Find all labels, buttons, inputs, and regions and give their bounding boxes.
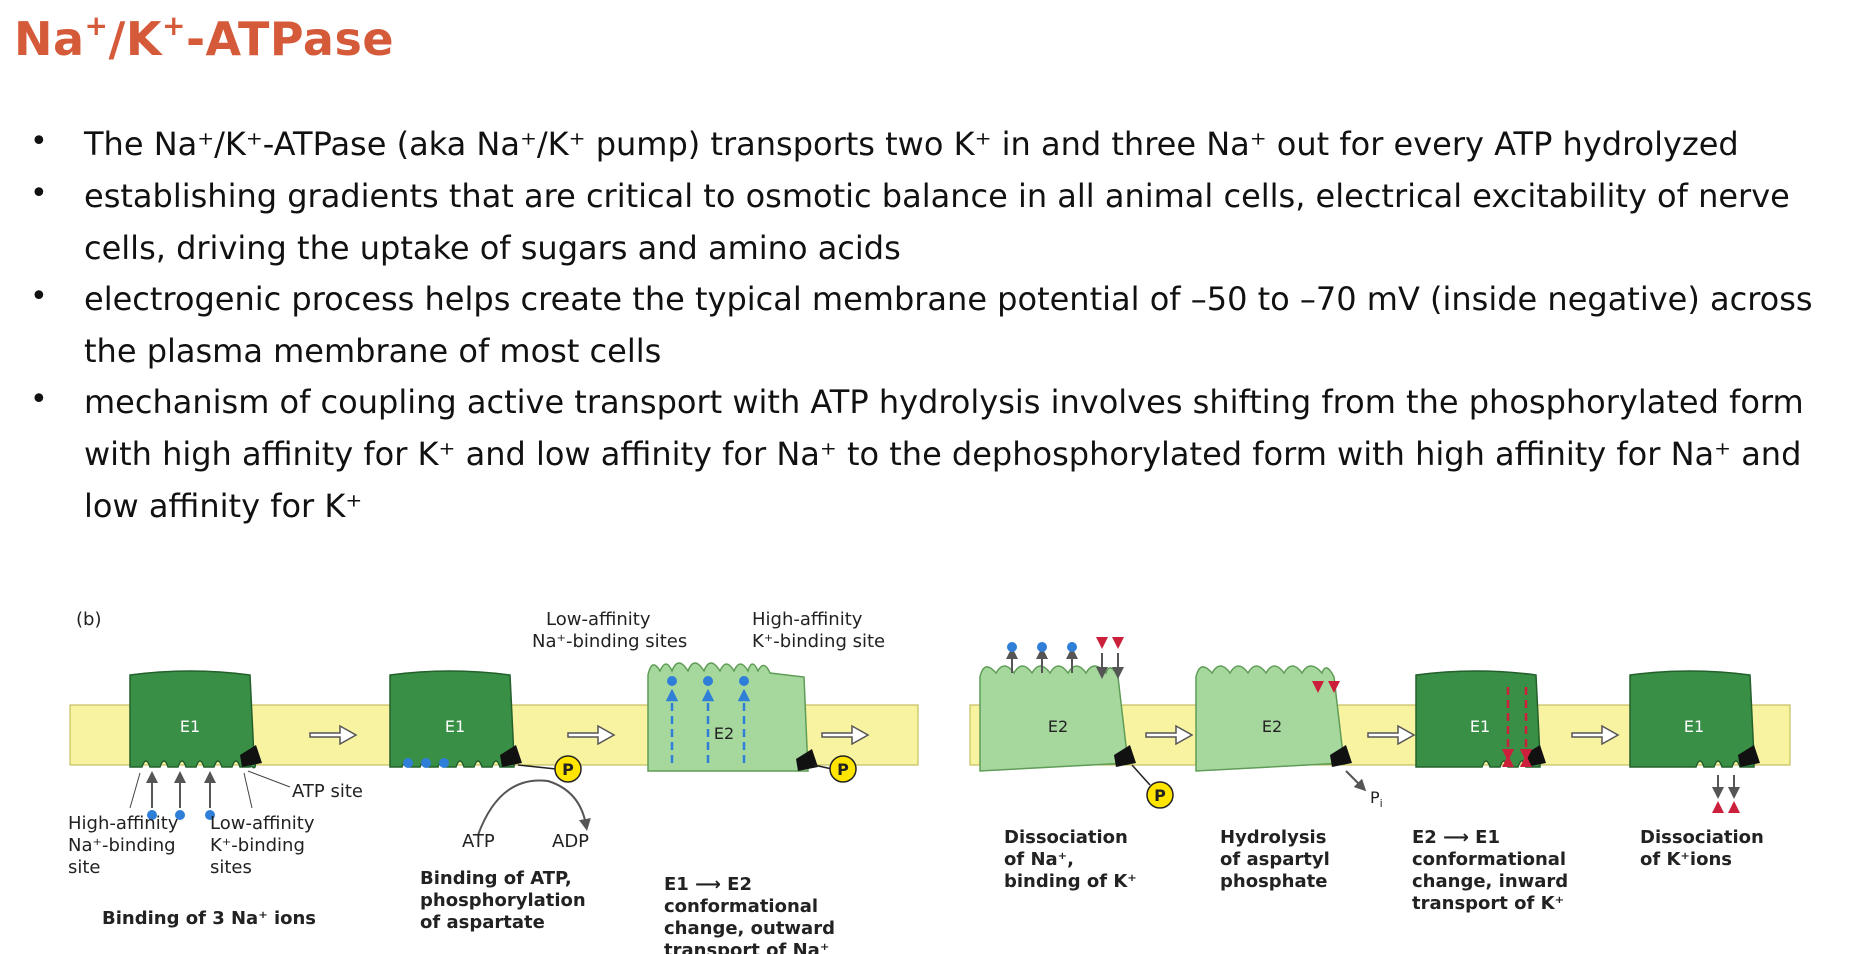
caption-1: Binding of 3 Na⁺ ions bbox=[102, 908, 316, 929]
caption-2: Binding of ATP, phosphorylation of aspar… bbox=[420, 868, 592, 933]
bullet-dot: • bbox=[30, 176, 48, 211]
sodium-ion bbox=[175, 810, 185, 820]
state-label-e2: E2 bbox=[714, 724, 734, 743]
low-k-sites-label: Low-affinity K⁺-binding sites bbox=[210, 813, 320, 878]
high-na-site-label: High-affinity Na⁺-binding site bbox=[68, 813, 184, 878]
potassium-ion bbox=[1502, 755, 1514, 767]
step-arrow-icon bbox=[309, 724, 358, 746]
caption-7: Dissociation of K⁺ions bbox=[1640, 827, 1770, 870]
pump-state-3: E2 P Low-affinity Na⁺-binding sites High… bbox=[532, 609, 885, 954]
svg-text:P: P bbox=[562, 760, 574, 779]
phosphate-icon bbox=[554, 755, 582, 783]
pi-label: Pi bbox=[1370, 788, 1383, 810]
sodium-ion bbox=[667, 676, 677, 686]
bullet-text: establishing gradients that are critical… bbox=[84, 177, 1790, 215]
sodium-ion bbox=[403, 758, 413, 768]
sodium-ion bbox=[1037, 642, 1047, 652]
potassium-ion bbox=[1520, 755, 1532, 767]
sodium-ion bbox=[739, 676, 749, 686]
bullet-text: with high affinity for K⁺ and low affini… bbox=[84, 435, 1802, 473]
adp-label: ADP bbox=[552, 831, 589, 852]
bullet-dot: • bbox=[30, 124, 48, 159]
bullet-text: the plasma membrane of most cells bbox=[84, 332, 662, 370]
bullet-text: cells, driving the uptake of sugars and … bbox=[84, 229, 901, 267]
page-title: Na+/K+-ATPase bbox=[14, 9, 395, 67]
pump-state-5: E2 Pi Hydrolysis of aspartyl phosphate bbox=[1195, 665, 1383, 892]
caption-6: E2 ⟶ E1 conformational change, inward tr… bbox=[1412, 827, 1574, 914]
sodium-ion bbox=[1007, 642, 1017, 652]
state-label-e1: E1 bbox=[180, 717, 200, 736]
bullet-dot: • bbox=[30, 279, 48, 314]
pump-cycle-diagram: (b) E1 ATP site High-affinity Na⁺-bindin… bbox=[68, 609, 1791, 954]
bullet-text: The Na⁺/K⁺-ATPase (aka Na⁺/K⁺ pump) tran… bbox=[84, 125, 1739, 163]
step-arrow-icon bbox=[567, 724, 616, 746]
sodium-ion bbox=[703, 676, 713, 686]
sodium-ion bbox=[1067, 642, 1077, 652]
sodium-ion bbox=[205, 810, 215, 820]
state-label-e1: E1 bbox=[1470, 717, 1490, 736]
potassium-ion bbox=[1728, 801, 1740, 813]
pump-state-2: E1 P ATP ADP Binding of ATP, phosphoryla… bbox=[389, 670, 592, 933]
atp-label: ATP bbox=[462, 831, 495, 852]
panel-label: (b) bbox=[76, 609, 101, 630]
potassium-ion bbox=[1328, 681, 1340, 693]
phosphate-icon bbox=[1146, 781, 1174, 809]
state-label-e1: E1 bbox=[445, 717, 465, 736]
state-label-e1: E1 bbox=[1684, 717, 1704, 736]
sodium-ion bbox=[421, 758, 431, 768]
high-k-site-label: High-affinity K⁺-binding site bbox=[752, 609, 885, 652]
caption-3: E1 ⟶ E2 conformational change, outward t… bbox=[664, 874, 841, 954]
potassium-ion bbox=[1712, 801, 1724, 813]
sodium-ion bbox=[439, 758, 449, 768]
pump-state-4: E2 P Dissociation of Na⁺, binding of K⁺ bbox=[979, 637, 1174, 892]
caption-5: Hydrolysis of aspartyl phosphate bbox=[1220, 827, 1336, 892]
caption-4: Dissociation of Na⁺, binding of K⁺ bbox=[1004, 827, 1137, 892]
pump-state-1: E1 ATP site High-affinity Na⁺-binding si… bbox=[68, 670, 363, 929]
atp-site-label: ATP site bbox=[292, 781, 363, 802]
potassium-ion bbox=[1312, 681, 1324, 693]
bullet-dot: • bbox=[30, 382, 48, 417]
state-label-e2: E2 bbox=[1048, 717, 1068, 736]
svg-text:P: P bbox=[1154, 786, 1166, 805]
step-arrow-icon bbox=[821, 724, 870, 746]
state-label-e2: E2 bbox=[1262, 717, 1282, 736]
step-arrow-icon bbox=[1571, 724, 1620, 746]
step-arrow-icon bbox=[1367, 724, 1416, 746]
pump-state-7: E1 Dissociation of K⁺ions bbox=[1629, 670, 1770, 870]
bullet-text: mechanism of coupling active transport w… bbox=[84, 383, 1804, 421]
potassium-ion bbox=[1096, 637, 1108, 649]
step-arrow-icon bbox=[1145, 724, 1194, 746]
sodium-ion bbox=[147, 810, 157, 820]
bullet-text: electrogenic process helps create the ty… bbox=[84, 280, 1813, 318]
bullet-text: low affinity for K⁺ bbox=[84, 487, 363, 525]
low-na-sites-label: Low-affinity Na⁺-binding sites bbox=[532, 609, 687, 652]
phosphate-icon bbox=[829, 755, 857, 783]
svg-text:P: P bbox=[837, 760, 849, 779]
potassium-ion bbox=[1112, 637, 1124, 649]
pump-state-6: E1 E2 ⟶ E1 conformational change, inward… bbox=[1412, 670, 1574, 914]
